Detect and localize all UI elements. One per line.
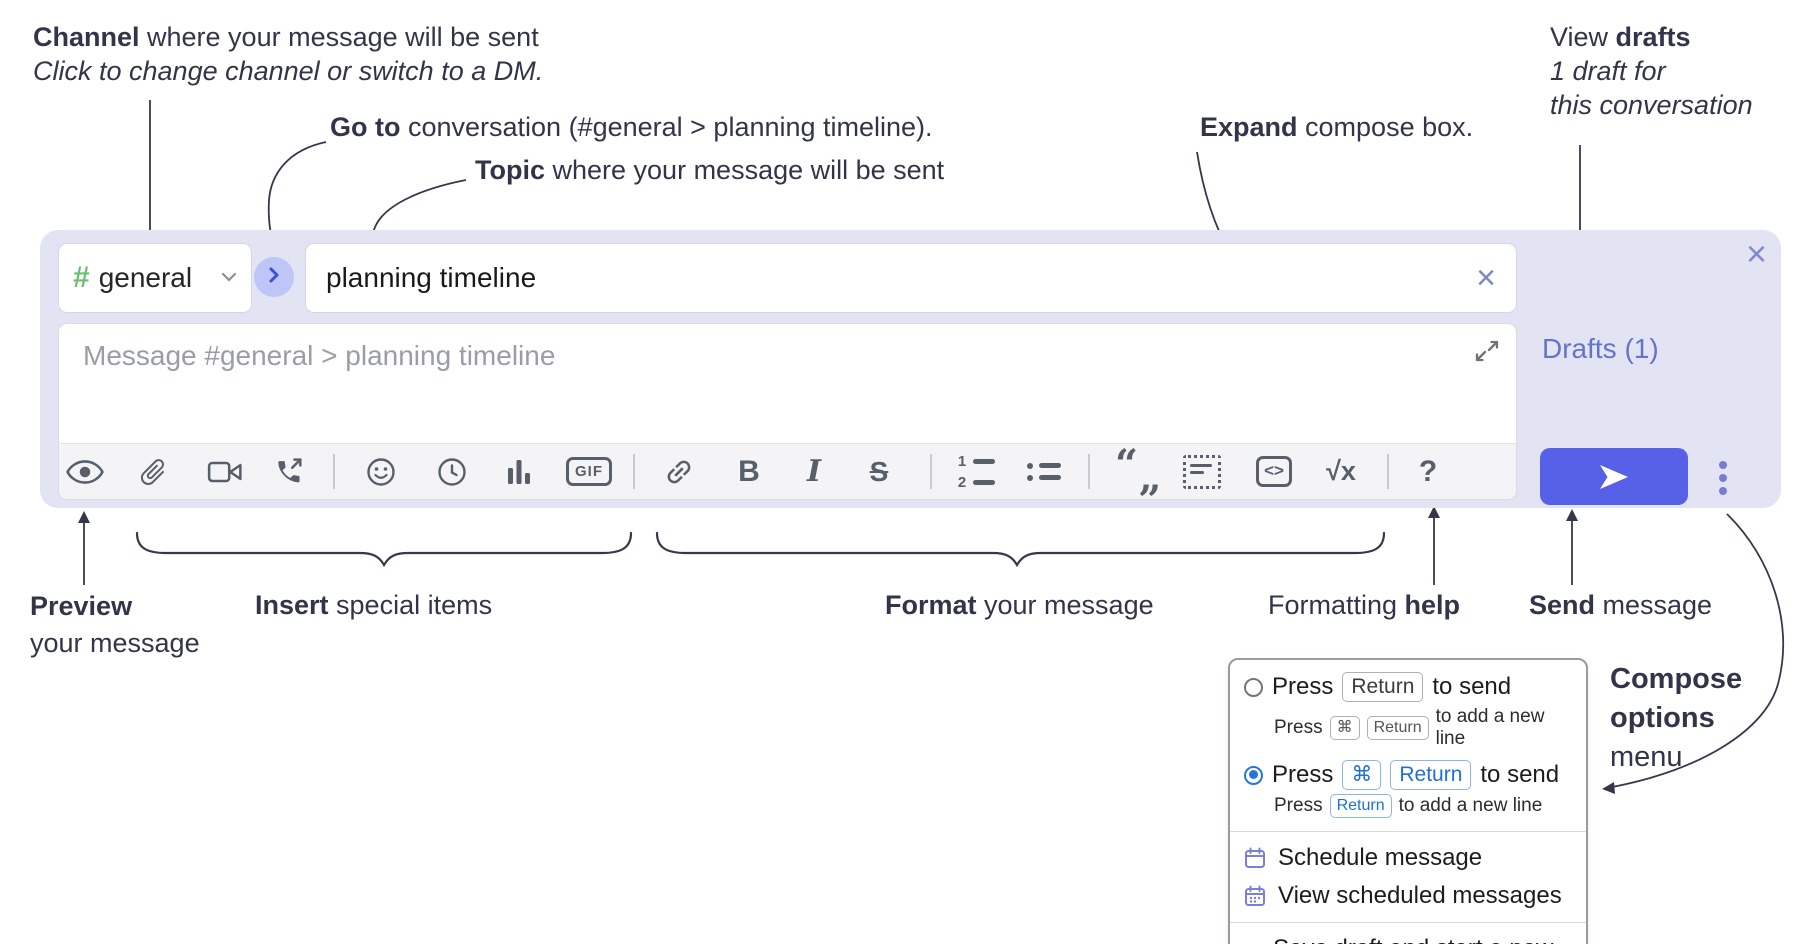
calendar-grid-icon [1245,885,1265,906]
toolbar-divider [1387,454,1389,489]
poll-button[interactable] [493,444,545,499]
channel-hash-icon: # [73,261,90,294]
video-camera-icon [207,461,242,482]
link-button[interactable] [653,444,705,499]
compose-box: # general planning timeline × × Message … [40,230,1781,524]
formatting-help-button[interactable]: ? [1402,444,1454,499]
view-scheduled-messages-item[interactable]: View scheduled messages [1230,877,1586,915]
spoiler-icon [1183,454,1221,489]
gif-button[interactable]: GIF [563,444,615,499]
return-key: Return [1390,760,1472,790]
emoji-button[interactable] [355,444,407,499]
format-annotation: Format your message [885,590,1154,620]
compose-options-menu: Press Return to send Press ⌘ Return to a… [1228,658,1588,944]
message-box[interactable]: Message #general > planning timeline [58,323,1517,524]
return-key: Return [1366,716,1429,740]
enter-sends-subtext: Press ⌘ Return to add a new line [1274,706,1545,749]
save-draft-item[interactable]: Save draft and start a new message [1230,930,1586,944]
radio-unselected-icon[interactable] [1244,677,1263,697]
toolbar-divider [633,454,635,489]
return-key: Return [1329,794,1392,818]
channel-selector[interactable]: # general [58,243,252,313]
channel-annotation: Channel where your message will be sent … [33,22,544,86]
cmd-enter-sends-option[interactable]: Press ⌘ Return to send [1230,756,1586,790]
bulleted-list-button[interactable] [1018,444,1070,499]
preview-button[interactable] [59,444,111,499]
attach-file-button[interactable] [127,444,179,499]
enter-sends-option[interactable]: Press Return to send [1230,668,1586,702]
code-button[interactable]: <> [1248,444,1300,499]
menu-divider [1230,831,1586,832]
code-icon: <> [1256,456,1292,487]
compose-options-button[interactable] [1708,457,1738,499]
voice-call-button[interactable] [263,444,315,499]
preview-annotation: Preview your message [30,591,200,658]
spoiler-button[interactable] [1176,444,1228,499]
strikethrough-button[interactable]: S [853,444,905,499]
global-time-button[interactable] [426,444,478,499]
link-icon [667,460,691,483]
toolbar-divider [333,454,335,489]
send-button[interactable] [1540,448,1688,505]
topic-value: planning timeline [326,262,537,293]
expand-annotation: Expand compose box. [1200,112,1474,142]
ellipsis-icon [1719,461,1727,469]
topic-input[interactable]: planning timeline × [305,243,1517,313]
radio-selected-icon[interactable] [1244,765,1263,785]
message-placeholder: Message #general > planning timeline [83,340,556,371]
numbered-list-button[interactable]: 1 2 [950,444,1002,499]
italic-icon: I [806,454,822,489]
phone-call-icon [278,457,302,482]
emoji-icon [367,457,395,486]
chevron-right-icon [268,267,280,288]
quote-button[interactable]: “ ” [1112,440,1164,524]
video-call-button[interactable] [199,444,251,499]
view-drafts-annotation: View drafts 1 draft for this conversatio… [1550,22,1753,120]
italic-button[interactable]: I [788,444,840,499]
math-icon: √x [1326,456,1356,486]
send-icon [1600,464,1628,489]
bold-button[interactable]: B [723,444,775,499]
insert-annotation: Insert special items [255,590,493,620]
numbered-list-icon: 1 2 [957,454,995,490]
topic-annotation: Topic where your message will be sent [475,155,945,185]
goto-conversation-button[interactable] [254,257,294,297]
bulleted-list-icon [1027,462,1061,481]
compose-options-annotation: Compose options menu [1610,663,1743,773]
send-annotation: Send message [1529,590,1713,620]
menu-divider [1230,922,1586,923]
clear-topic-icon[interactable]: × [1476,259,1496,297]
question-icon: ? [1418,454,1438,488]
formatting-help-annotation: Formatting help [1268,590,1461,620]
schedule-message-item[interactable]: Schedule message [1230,839,1586,877]
calendar-icon [1245,847,1265,868]
chevron-down-icon [221,269,237,287]
expand-icon[interactable] [1474,338,1500,369]
drafts-link[interactable]: Drafts (1) [1542,333,1659,364]
toolbar-divider [930,454,932,489]
cmd-key: ⌘ [1342,760,1382,790]
return-key: Return [1342,672,1424,702]
compose-toolbar: GIF B I S [59,440,1516,524]
paperclip-icon [140,458,165,485]
gif-icon: GIF [566,457,612,486]
channel-name: general [98,262,193,293]
strikethrough-icon: S [869,455,889,487]
toolbar-divider [1088,454,1090,489]
cmd-key: ⌘ [1329,716,1360,740]
cmd-enter-sends-subtext: Press Return to add a new line [1274,794,1543,818]
close-compose-icon[interactable]: × [1745,233,1767,274]
clock-icon [438,457,466,486]
math-button[interactable]: √x [1315,444,1367,499]
bold-icon: B [738,454,760,488]
eye-icon [66,459,104,484]
poll-icon [508,459,530,484]
goto-annotation: Go to conversation (#general > planning … [330,112,933,142]
quote-icon: “ ” [1115,440,1161,524]
